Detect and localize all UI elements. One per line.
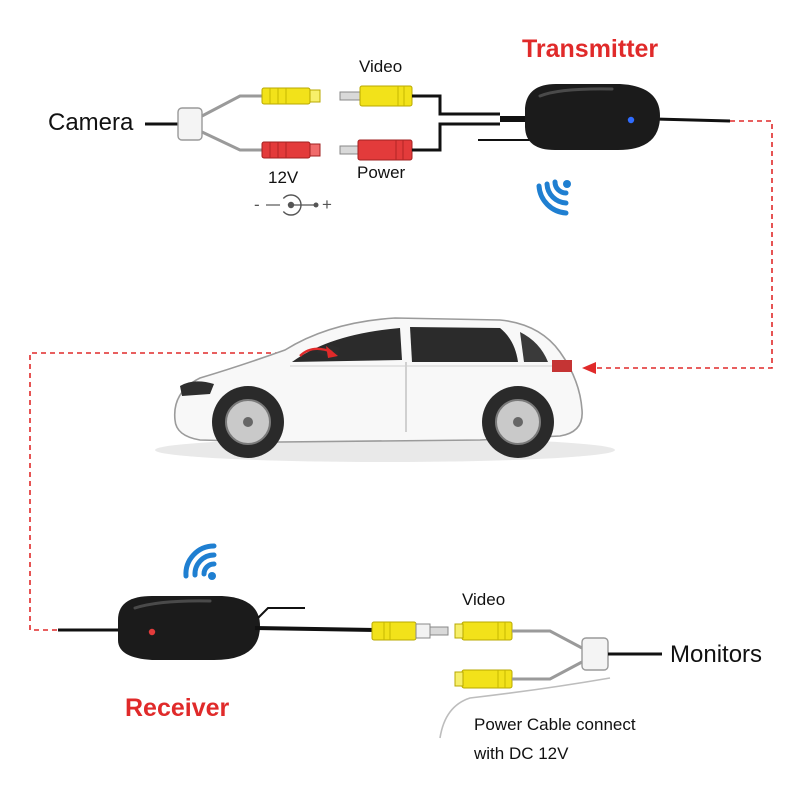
power-dc-plug: [339, 139, 413, 161]
monitors-label: Monitors: [670, 641, 763, 668]
power-note-line2: with DC 12V: [474, 744, 569, 763]
polarity-plus-label: +: [322, 195, 332, 214]
video-label-top: Video: [359, 57, 403, 76]
car-illustration: [155, 317, 615, 462]
video-rca-plug: [339, 85, 413, 107]
transmitter-device: [500, 84, 731, 150]
dc-polarity-icon: [266, 194, 319, 216]
receiver-video-rca-plug: [371, 621, 449, 641]
camera-video-female-connector: [261, 87, 321, 105]
wifi-icon: [183, 543, 217, 580]
video-label-bottom: Video: [462, 590, 506, 609]
voltage-label: 12V: [268, 168, 299, 187]
camera-label: Camera: [48, 109, 134, 136]
receiver-label: Receiver: [125, 694, 230, 722]
transmitter-input-cables: [412, 94, 532, 152]
camera-cable: [145, 94, 262, 152]
monitor-power-female-connector: [454, 669, 513, 689]
monitor-video-female-connector: [454, 621, 513, 641]
monitor-cable: [439, 629, 662, 739]
receiver-device: [58, 596, 376, 660]
signal-path-transmitter-to-car: [582, 120, 773, 374]
car-interior-arrow: [299, 346, 338, 358]
wifi-icon: [536, 179, 571, 216]
signal-path-car-to-receiver: [29, 352, 316, 631]
power-note-line1: Power Cable connect: [474, 715, 636, 734]
power-label: Power: [357, 163, 406, 182]
camera-power-female-connector: [261, 141, 321, 159]
polarity-minus-label: -: [254, 195, 260, 214]
transmitter-label: Transmitter: [522, 35, 659, 63]
